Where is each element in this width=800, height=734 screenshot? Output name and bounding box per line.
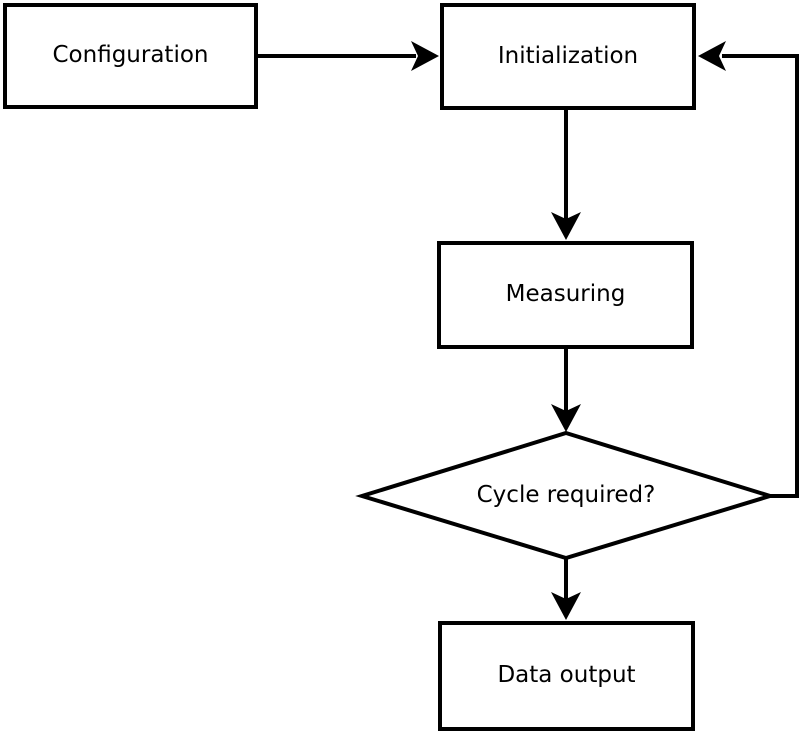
node-measuring: Measuring (437, 241, 694, 349)
node-data-output: Data output (438, 621, 695, 731)
arrowhead-down-icon (551, 404, 581, 432)
edge-measuring-to-cycle-required (551, 347, 581, 432)
node-data-output-label: Data output (497, 662, 636, 689)
node-cycle-required-shape (355, 430, 777, 561)
edge-initialization-to-measuring (551, 108, 581, 240)
arrowhead-down-icon (551, 212, 581, 240)
node-initialization: Initialization (440, 3, 696, 110)
node-initialization-label: Initialization (497, 42, 639, 69)
arrowhead-right-icon (411, 41, 439, 71)
node-measuring-label: Measuring (505, 281, 626, 308)
edge-configuration-to-initialization (256, 41, 439, 71)
arrowhead-left-icon (698, 41, 726, 71)
node-configuration: Configuration (3, 3, 258, 109)
edge-cycle-required-to-initialization-loop (698, 41, 799, 498)
edge-cycle-required-to-data-output (551, 556, 581, 620)
arrowhead-down-icon (551, 592, 581, 620)
node-configuration-label: Configuration (52, 42, 209, 69)
